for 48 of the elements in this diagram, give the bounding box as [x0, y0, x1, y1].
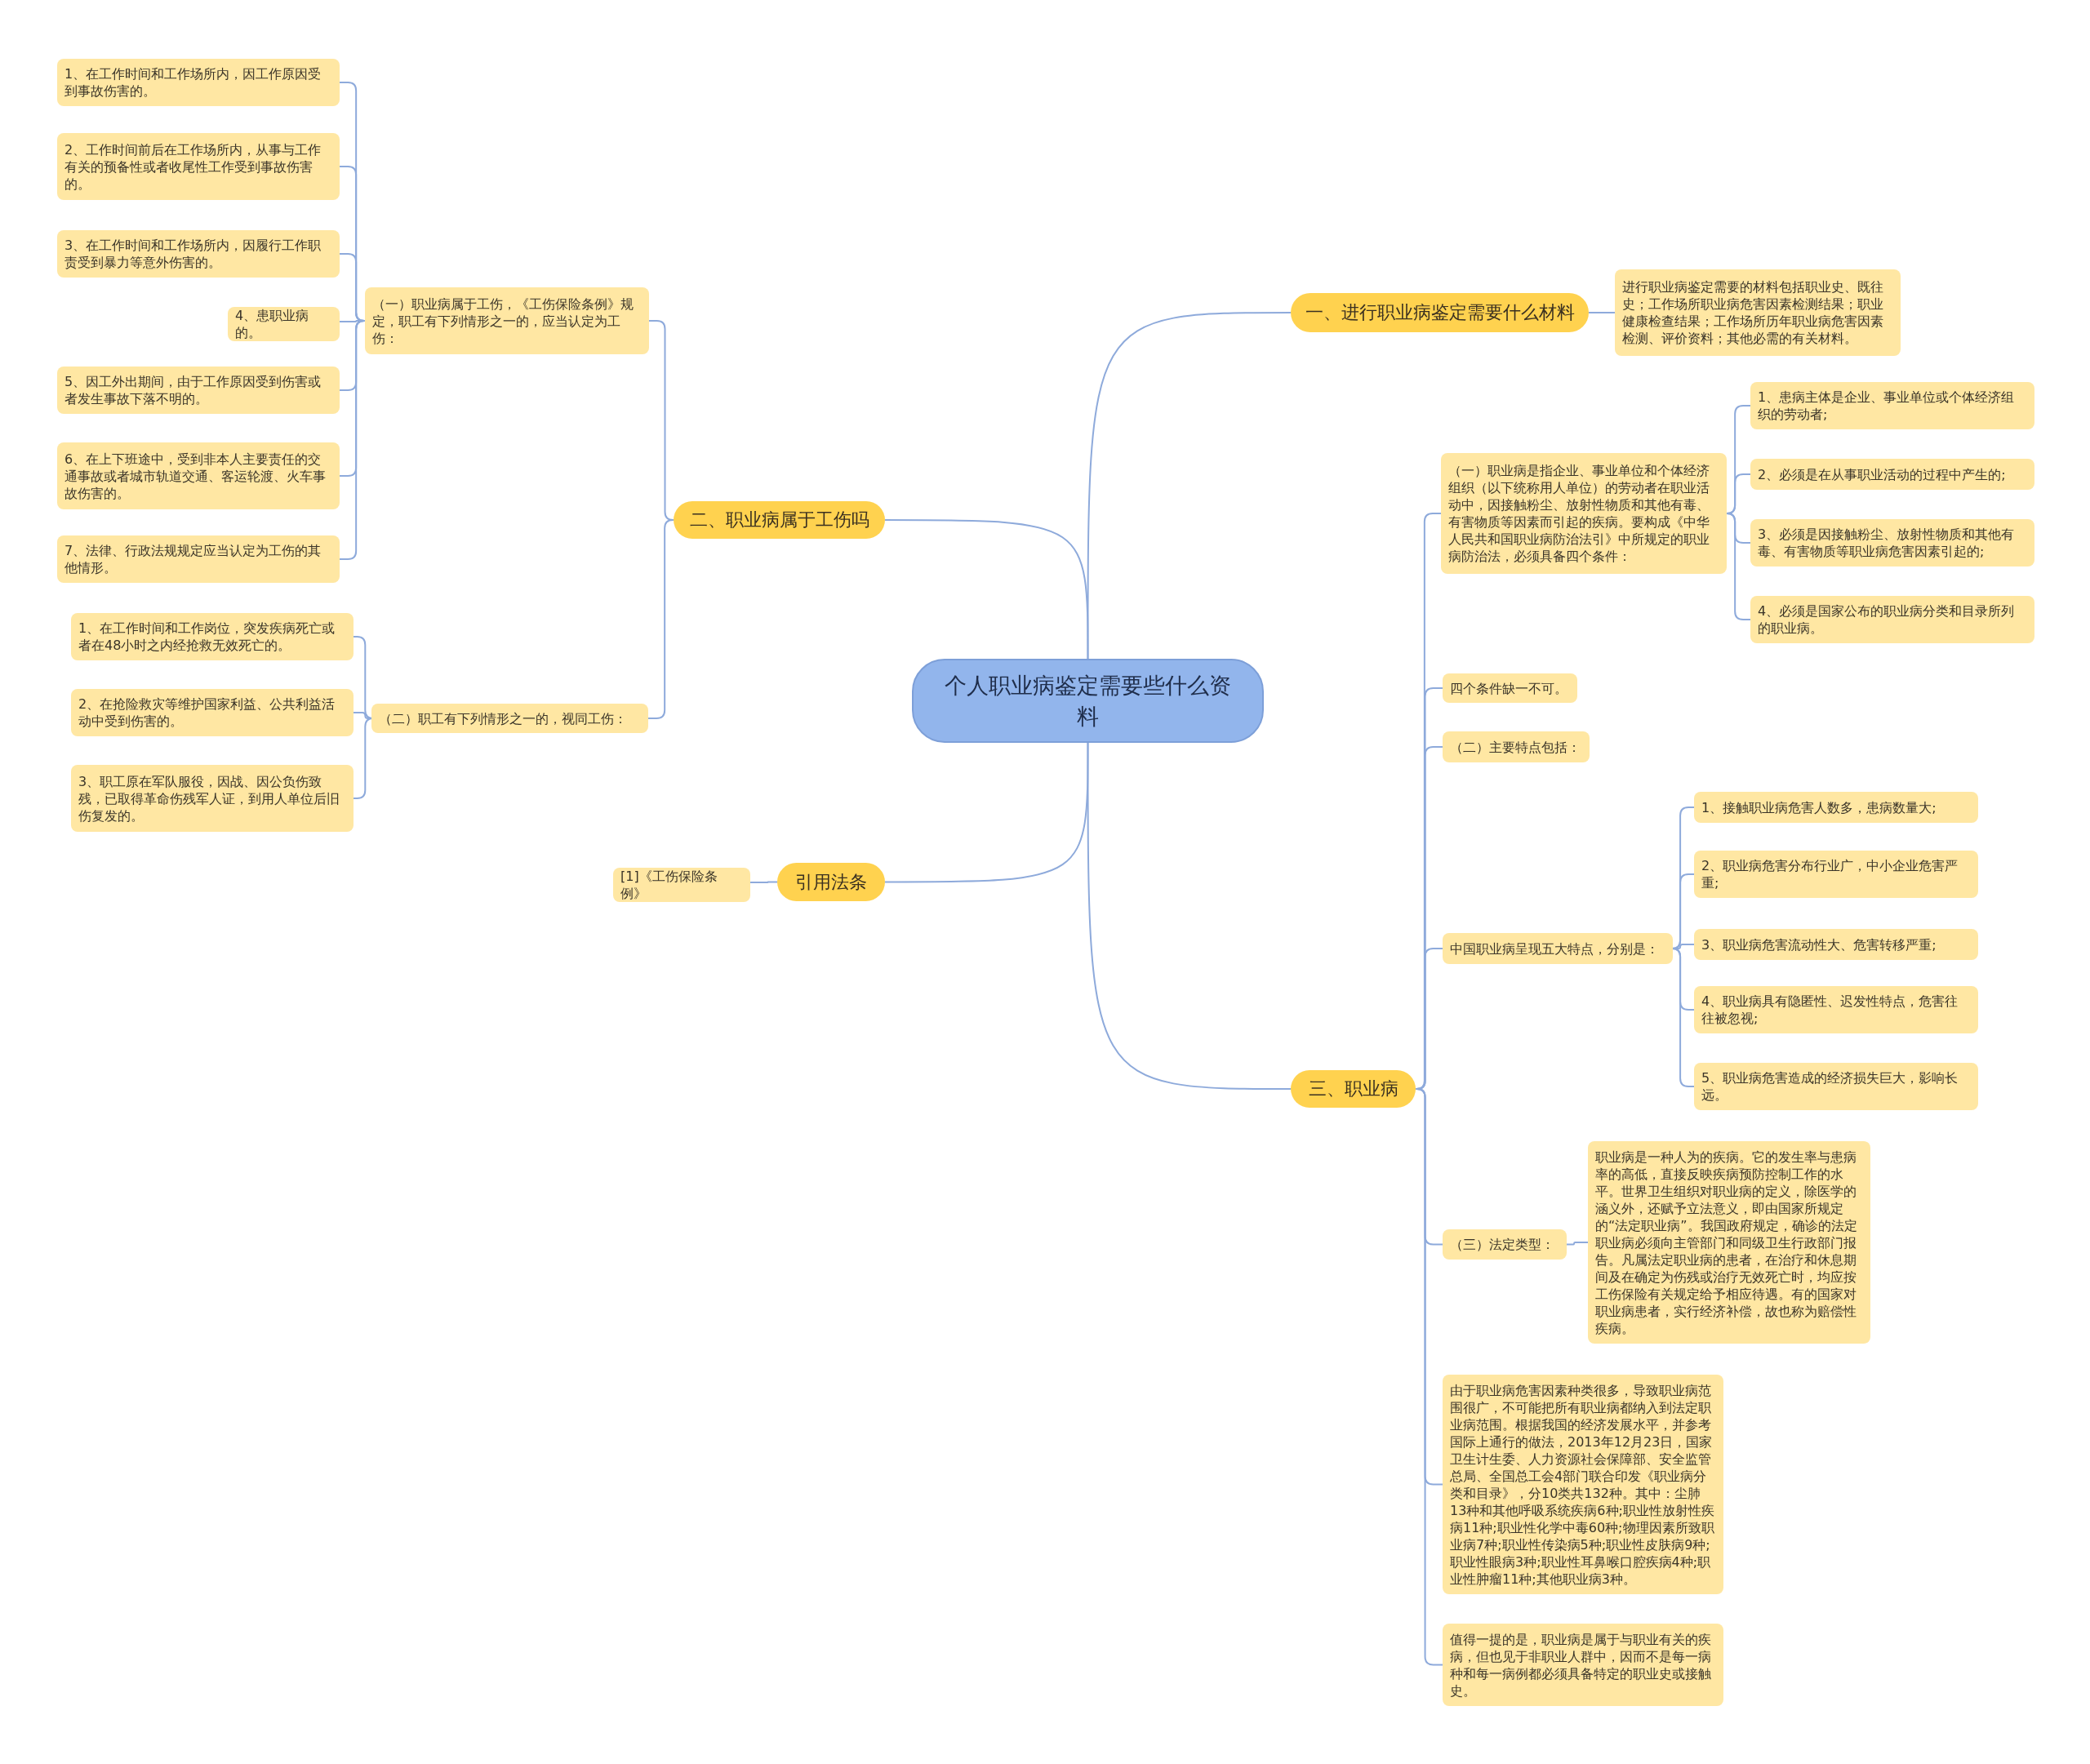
text-card: （二）职工有下列情形之一的，视同工伤： [371, 704, 648, 733]
branch-topic: 三、职业病 [1291, 1070, 1416, 1108]
text-card: 1、在工作时间和工作场所内，因工作原因受到事故伤害的。 [57, 59, 340, 106]
text-card: 由于职业病危害因素种类很多，导致职业病范围很广，不可能把所有职业病都纳入到法定职业病范围。根据我国的经济发展水平，并参考国际上通行的做法，2013年12月23日，国家卫生计生委、人力资源社会保障部、安全监管总局、全国总工会4部门联合印发《职业病分类和目录》，分10类共132种。其中：尘肺13种和其他呼吸系统疾病6种;职业性放射性疾病11种;职业性化学中毒60种;物理因素所致职业病7种;职业性传染病5种;职业性皮肤病9种;职业性眼病3种;职业性耳鼻喉口腔疾病4种;职业性肿瘤11种;其他职业病3种。 [1443, 1375, 1723, 1594]
text-card: 1、接触职业病危害人数多，患病数量大; [1694, 792, 1978, 823]
text-card: （一）职业病属于工伤，《工伤保险条例》规定，职工有下列情形之一的，应当认定为工伤： [365, 287, 649, 354]
connector-line [1726, 513, 1751, 620]
connector-line [884, 519, 1089, 660]
connector-line [1671, 948, 1695, 1087]
text-card: 2、职业病危害分布行业广，中小企业危害严重; [1694, 851, 1978, 898]
connector-line [1087, 742, 1292, 1090]
text-card: （二）主要特点包括： [1443, 731, 1590, 762]
connector-line [884, 742, 1089, 883]
text-card: 4、职业病具有隐匿性、迟发性特点，危害往往被忽视; [1694, 986, 1978, 1033]
text-card: 4、患职业病的。 [228, 307, 340, 341]
text-card: （三）法定类型： [1443, 1229, 1567, 1260]
text-card: 2、工作时间前后在工作场所内，从事与工作有关的预备性或者收尾性工作受到事故伤害的。 [57, 133, 340, 200]
branch-topic: 引用法条 [777, 863, 885, 901]
text-card: 四个条件缺一不可。 [1443, 673, 1577, 703]
text-card: 职业病是一种人为的疾病。它的发生率与患病率的高低，直接反映疾病预防控制工作的水平。世界卫生组织对职业病的定义，除医学的涵义外，还赋予立法意义，即由国家所规定的“法定职业病”。我国政府规定，确诊的法定职业病必须向主管部门和同级卫生行政部门报告。凡属法定职业病的患者，在治疗和休息期间及在确定为伤残或治疗无效死亡时，均应按工伤保险有关规定给予相应待遇。有的国家对职业病患者，实行经济补偿，故也称为赔偿性疾病。 [1588, 1141, 1870, 1344]
branch-topic: 二、职业病属于工伤吗 [674, 501, 885, 539]
connector-line [749, 881, 778, 883]
connector-line [1087, 312, 1292, 660]
text-card: 2、必须是在从事职业活动的过程中产生的; [1750, 459, 2034, 490]
text-card: 中国职业病呈现五大特点，分别是： [1443, 933, 1673, 964]
text-card: 3、在工作时间和工作场所内，因履行工作职责受到暴力等意外伤害的。 [57, 230, 340, 278]
text-card: 3、职工原在军队服役，因战、因公负伤致残，已取得革命伤残军人证，到用人单位后旧伤复发的。 [71, 765, 354, 832]
text-card: 4、必须是国家公布的职业病分类和目录所列的职业病。 [1750, 596, 2034, 643]
branch-topic: 一、进行职业病鉴定需要什么材料 [1291, 293, 1589, 332]
connector-line [1415, 1088, 1443, 1666]
text-card: 5、因工外出期间，由于工作原因受到伤害或者发生事故下落不明的。 [57, 367, 340, 414]
text-card: 3、职业病危害流动性大、危害转移严重; [1694, 929, 1978, 960]
text-card: [1]《工伤保险条例》 [613, 868, 750, 902]
text-card: 进行职业病鉴定需要的材料包括职业史、既往史；工作场所职业病危害因素检测结果；职业健康检查结果；工作场所历年职业病危害因素检测、评价资料；其他必需的有关材料。 [1615, 269, 1901, 356]
text-card: 3、必须是因接触粉尘、放射性物质和其他有毒、有害物质等职业病危害因素引起的; [1750, 519, 2034, 567]
text-card: 6、在上下班途中，受到非本人主要责任的交通事故或者城市轨道交通、客运轮渡、火车事故伤害的。 [57, 442, 340, 509]
text-card: 2、在抢险救灾等维护国家利益、公共利益活动中受到伤害的。 [71, 689, 354, 736]
text-card: 值得一提的是，职业病是属于与职业有关的疾病，但也见于非职业人群中，因而不是每一病种和每一病例都必须具备特定的职业史或接触史。 [1443, 1624, 1723, 1706]
connector-line [647, 519, 674, 719]
connector-line [1566, 1242, 1589, 1246]
connector-line [1588, 312, 1616, 313]
text-card: （一）职业病是指企业、事业单位和个体经济组织（以下统称用人单位）的劳动者在职业活动中，因接触粉尘、放射性物质和其他有毒、有害物质等因素而引起的疾病。要构成《中华人民共和国职业病防治法引》中所规定的职业病防治法，必须具备四个条件： [1441, 453, 1727, 574]
connector-line [339, 320, 366, 560]
text-card: 1、在工作时间和工作岗位，突发疾病死亡或者在48小时之内经抢救无效死亡的。 [71, 613, 354, 660]
central-topic: 个人职业病鉴定需要些什么资料 [912, 659, 1264, 743]
text-card: 5、职业病危害造成的经济损失巨大，影响长远。 [1694, 1063, 1978, 1110]
text-card: 1、患病主体是企业、事业单位或个体经济组织的劳动者; [1750, 382, 2034, 429]
text-card: 7、法律、行政法规规定应当认定为工伤的其他情形。 [57, 535, 340, 583]
